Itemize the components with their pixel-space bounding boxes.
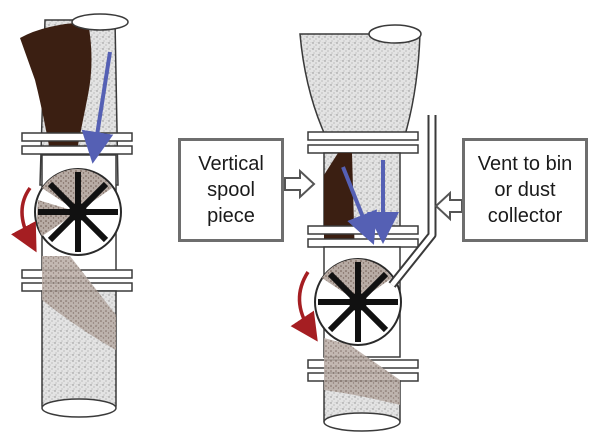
right-valve-assembly [290, 24, 437, 432]
right-pipe-opening [368, 24, 422, 44]
vent-pointer-arrow [434, 190, 463, 222]
left-upper-flange [21, 132, 133, 142]
left-valve-assembly [11, 13, 133, 418]
right-middle-flange [307, 225, 419, 235]
right-top-pipe [299, 33, 421, 136]
vent-line-inner [390, 115, 435, 287]
left-pipe-bottom [41, 398, 117, 418]
right-middle-flange-2 [307, 238, 419, 248]
spool-callout-line-2: spool [207, 179, 255, 201]
vent-callout-line-2: or dust [494, 179, 556, 201]
left-flow-arrow [81, 51, 114, 164]
right-upper-flange [307, 131, 419, 141]
right-flow-arrow-1 [341, 166, 377, 245]
vent-callout-line-3: collector [487, 205, 563, 227]
right-rotor-hub [349, 293, 367, 311]
spool-pointer-arrow [284, 168, 316, 200]
vent-callout-line-1: Vent to bin [477, 153, 573, 175]
spool-callout-line-3: piece [207, 205, 255, 227]
right-discharge-material [324, 338, 400, 405]
left-pipe-opening [71, 13, 129, 31]
left-discharge-material [42, 256, 116, 350]
vent-callout: Vent to bin or dust collector [462, 138, 588, 242]
spool-piece-callout: Vertical spool piece [178, 138, 284, 242]
right-pipe-bottom [323, 412, 401, 432]
right-upper-flange-2 [307, 144, 419, 154]
left-rotor-hub [69, 203, 87, 221]
left-rotation-arrow [11, 186, 37, 253]
spool-callout-line-1: Vertical [198, 153, 264, 175]
right-rotation-arrow [290, 271, 318, 342]
left-upper-flange-2 [21, 145, 133, 155]
